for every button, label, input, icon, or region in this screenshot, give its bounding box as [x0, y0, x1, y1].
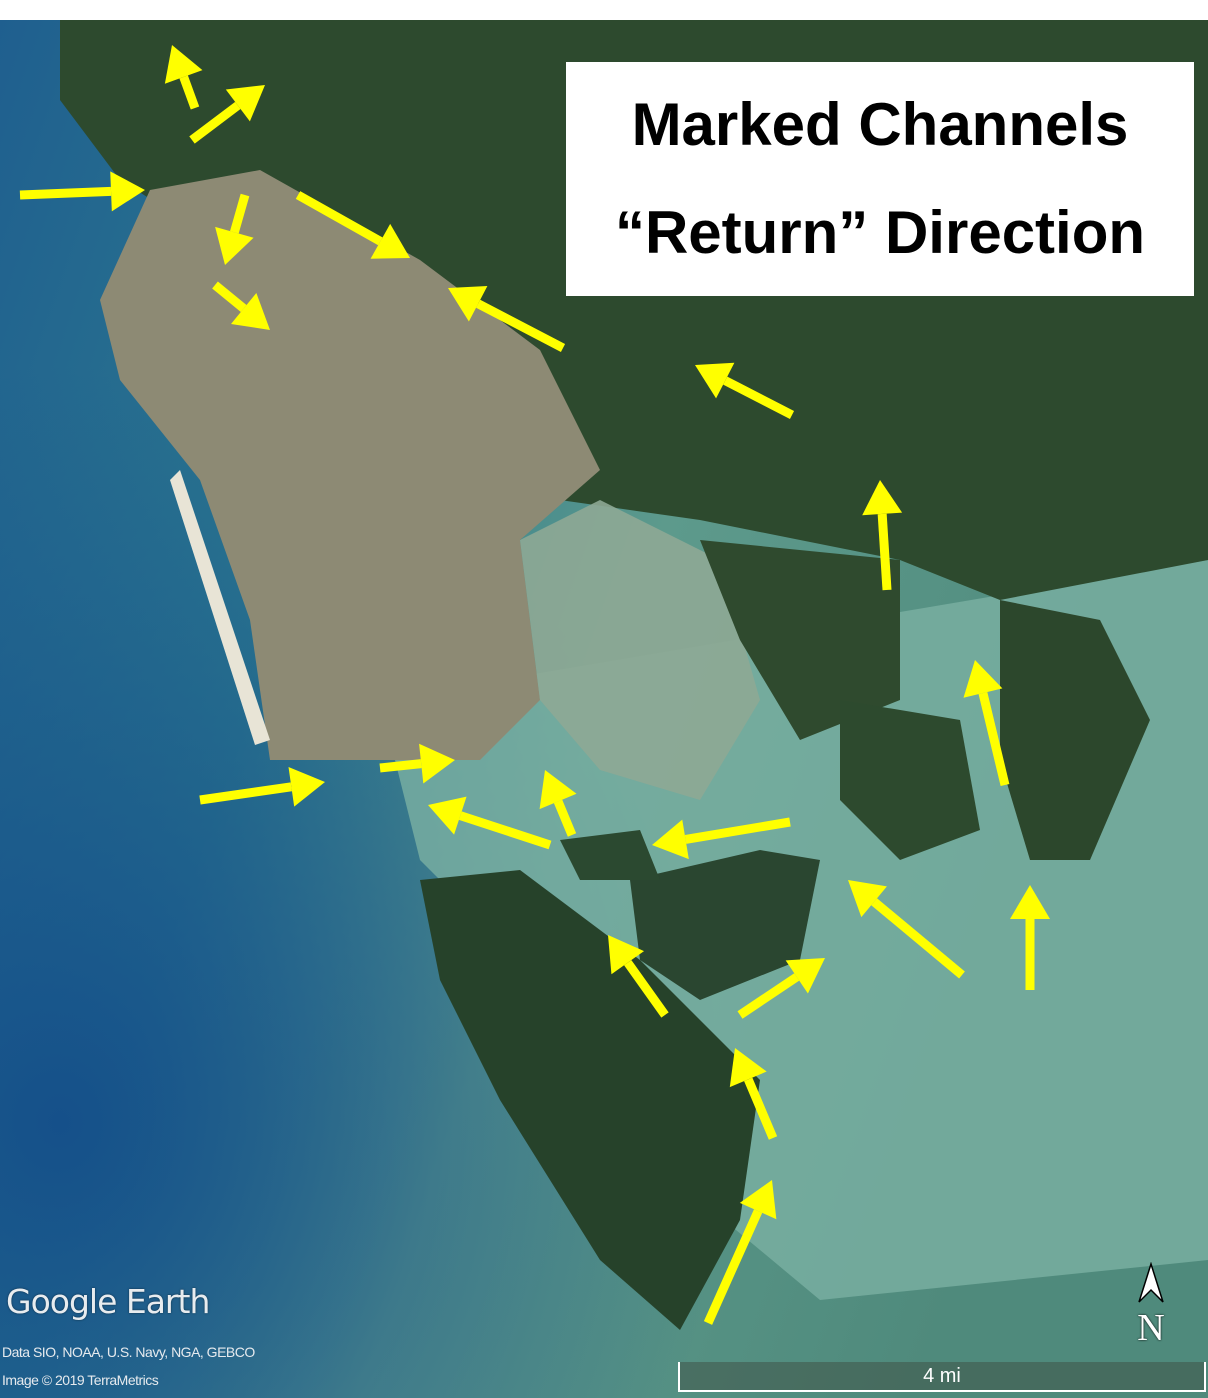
arrow-icon	[428, 796, 552, 850]
arrow-icon	[1010, 885, 1050, 990]
arrow-icon	[215, 193, 254, 265]
arrow-icon	[448, 285, 566, 352]
arrow-icon	[379, 743, 455, 784]
scale-bar: 4 mi	[678, 1362, 1206, 1392]
channel-arrows	[19, 45, 1050, 1325]
arrow-icon	[608, 935, 669, 1018]
arrow-icon	[19, 171, 145, 212]
arrow-icon	[199, 767, 325, 807]
cape-romano	[420, 870, 760, 1330]
arrow-icon	[164, 45, 203, 110]
north-label: N	[1137, 1307, 1165, 1349]
data-credit: Data SIO, NOAA, U.S. Navy, NGA, GEBCO	[2, 1344, 255, 1360]
arrow-icon	[848, 880, 965, 979]
arrow-icon	[539, 770, 577, 837]
image-credit: Image © 2019 TerraMetrics	[2, 1372, 159, 1388]
arrow-icon	[963, 660, 1010, 787]
north-arrow: N	[1133, 1261, 1169, 1352]
arrow-icon	[212, 281, 270, 330]
title-box: Marked Channels “Return” Direction	[566, 62, 1194, 296]
arrow-icon	[703, 1180, 777, 1325]
arrow-icon	[695, 362, 795, 419]
arrow-icon	[729, 1048, 778, 1140]
arrow-icon	[295, 191, 410, 259]
arrow-icon	[737, 958, 825, 1019]
arrow-icon	[652, 817, 791, 860]
north-arrow-icon	[1138, 1261, 1164, 1303]
title-line-2: “Return” Direction	[614, 199, 1146, 266]
marco-island	[100, 170, 600, 760]
scale-label: 4 mi	[923, 1365, 961, 1387]
title-line-1: Marked Channels	[631, 91, 1129, 158]
arrow-icon	[189, 85, 265, 144]
arrow-icon	[862, 480, 903, 591]
google-earth-logo: Google Earth	[6, 1282, 210, 1321]
